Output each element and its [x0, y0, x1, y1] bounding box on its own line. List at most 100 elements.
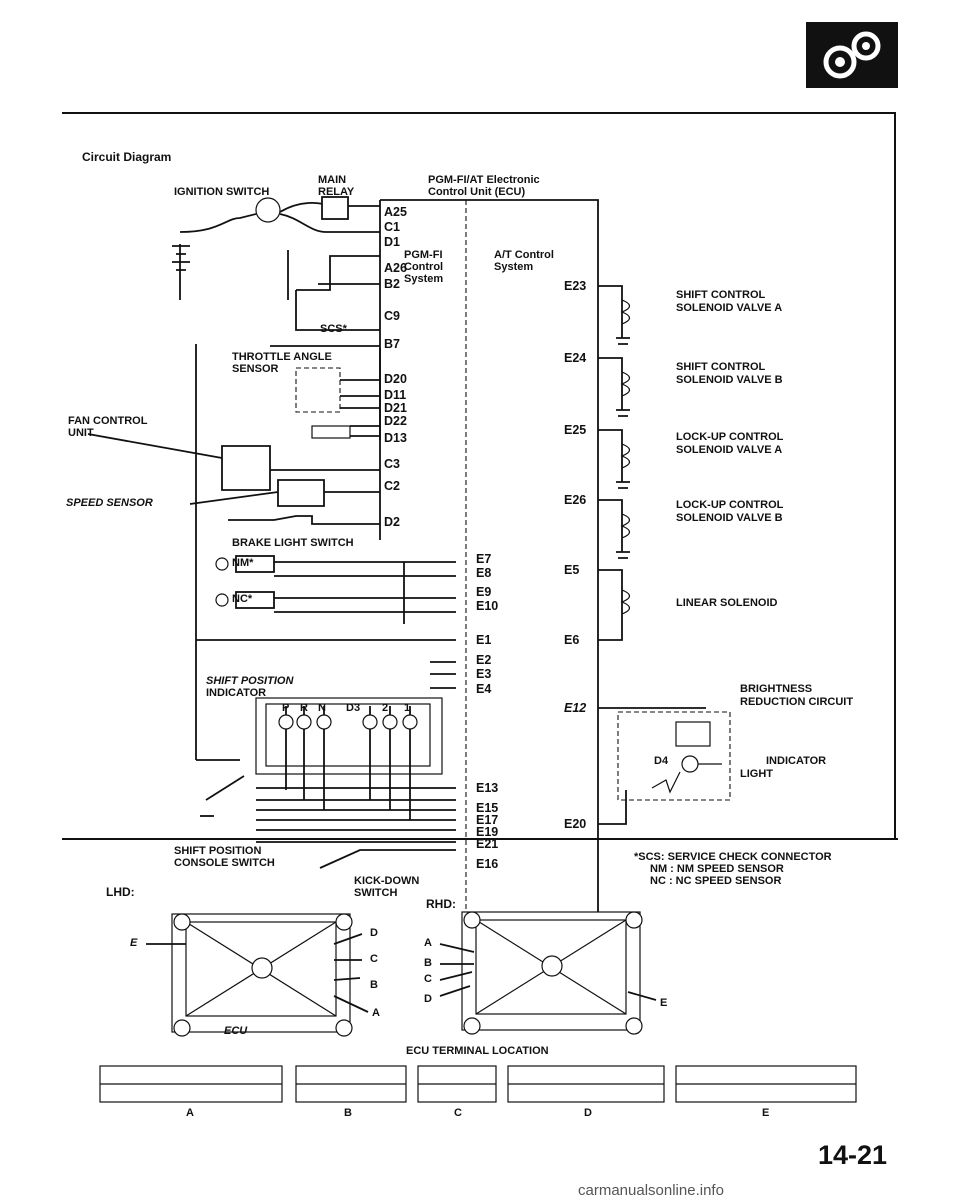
lhd-label: LHD: [106, 885, 135, 899]
terminal-label: E7 [476, 552, 492, 566]
indicator-label: INDICATOR [766, 755, 827, 767]
terminal-label: E9 [476, 585, 492, 599]
position-label: D3 [346, 702, 361, 714]
ignition-switch-label: IGNITION SWITCH [174, 186, 270, 198]
position-label: P [282, 702, 290, 714]
terminal-label: E3 [476, 667, 492, 681]
terminal-label: E6 [564, 633, 580, 647]
legend-scs: *SCS: SERVICE CHECK CONNECTOR [634, 851, 832, 863]
diagram-frame [62, 112, 896, 840]
terminal-label: E17 [476, 813, 499, 827]
terminal-label: E13 [476, 781, 499, 795]
at-control-label: A/T Control [494, 249, 554, 261]
terminal-label: E15 [476, 801, 499, 815]
terminal-label: D1 [384, 235, 400, 249]
connector-strip-letter: A [186, 1107, 194, 1119]
component-label: LINEAR SOLENOID [676, 597, 778, 609]
shift-position-indicator-label: SHIFT POSITION [206, 675, 294, 687]
component-label: LOCK-UP CONTROL [676, 499, 784, 511]
connector-letter: B [370, 979, 378, 991]
legend-nm: NM : NM SPEED SENSOR [650, 863, 784, 875]
fan-control-label-2: UNIT [68, 427, 94, 439]
terminal-label: E19 [476, 825, 499, 839]
throttle-sensor-label: THROTTLE ANGLE [232, 351, 332, 363]
terminal-label: D20 [384, 372, 407, 386]
connector-strip-letter: C [454, 1107, 462, 1119]
terminal-label: D22 [384, 414, 407, 428]
terminal-label: B2 [384, 277, 400, 291]
terminal-label: C1 [384, 220, 400, 234]
terminal-label: E2 [476, 653, 492, 667]
connector-strip-letter: D [584, 1107, 592, 1119]
throttle-sensor-label-2: SENSOR [232, 363, 279, 375]
terminal-label: A25 [384, 205, 407, 219]
main-relay-label-2: RELAY [318, 186, 355, 198]
page-number: 14-21 [818, 1140, 888, 1170]
connector-letter: E [130, 937, 138, 949]
position-label: N [318, 702, 326, 714]
kickdown-label: KICK-DOWN [354, 875, 420, 887]
d4-label: D4 [654, 755, 669, 767]
main-relay-label: MAIN [318, 174, 347, 186]
gears-icon [806, 22, 898, 88]
terminal-label: E21 [476, 837, 499, 851]
connector-letter: A [424, 937, 432, 949]
scs-label: SCS* [320, 323, 347, 335]
indicator-label-2: LIGHT [740, 768, 773, 780]
terminal-label: E24 [564, 351, 587, 365]
rhd-label: RHD: [426, 897, 456, 911]
connector-strip-letter: E [762, 1107, 770, 1119]
pgmfi-label-3: System [404, 273, 444, 285]
terminal-label: E25 [564, 423, 587, 437]
ecu-terminal-location-label: ECU TERMINAL LOCATION [406, 1045, 549, 1057]
connector-letter: D [424, 993, 432, 1005]
brake-switch-label: BRAKE LIGHT SWITCH [232, 537, 354, 549]
terminal-label: D13 [384, 431, 407, 445]
brightness-label: BRIGHTNESS [740, 683, 813, 695]
position-label: R [300, 702, 308, 714]
at-control-label-2: System [494, 261, 534, 273]
connector-letter: A [372, 1007, 380, 1019]
component-label: SHIFT CONTROL [676, 289, 766, 301]
speed-sensor-label: SPEED SENSOR [66, 497, 153, 509]
terminal-label: E10 [476, 599, 499, 613]
terminal-label: B7 [384, 337, 400, 351]
terminal-label: E26 [564, 493, 587, 507]
pgmfi-label-2: Control [404, 261, 444, 273]
component-label: SHIFT CONTROL [676, 361, 766, 373]
component-label: LOCK-UP CONTROL [676, 431, 784, 443]
terminal-label: C2 [384, 479, 400, 493]
legend-nc: NC : NC SPEED SENSOR [650, 875, 782, 887]
terminal-label: E8 [476, 566, 492, 580]
component-label: SOLENOID VALVE B [676, 512, 783, 524]
connector-letter: E [660, 997, 668, 1009]
terminal-label: E4 [476, 682, 492, 696]
diagram-title: Circuit Diagram [82, 150, 172, 164]
terminal-label: D11 [384, 388, 407, 402]
terminal-label: C9 [384, 309, 400, 323]
nm-label: NM* [232, 557, 254, 569]
terminal-label: E20 [564, 817, 587, 831]
terminal-label: D2 [384, 515, 400, 529]
console-switch-label-2: CONSOLE SWITCH [174, 857, 275, 869]
brightness-label-2: REDUCTION CIRCUIT [740, 696, 854, 708]
terminal-label: E16 [476, 857, 499, 871]
ecu-label-small: ECU [224, 1025, 248, 1037]
connector-letter: B [424, 957, 432, 969]
console-switch-label: SHIFT POSITION [174, 845, 262, 857]
kickdown-label-2: SWITCH [354, 887, 398, 899]
terminal-label: E5 [564, 563, 580, 577]
connector-letter: C [370, 953, 378, 965]
terminal-label: E12 [564, 701, 587, 715]
connector-letter: D [370, 927, 378, 939]
terminal-label: C3 [384, 457, 400, 471]
nc-label: NC* [232, 593, 253, 605]
component-label: SOLENOID VALVE A [676, 302, 783, 314]
shift-position-indicator-label-2: INDICATOR [206, 687, 267, 699]
connector-letter: C [424, 973, 432, 985]
connector-strip-letter: B [344, 1107, 352, 1119]
pgmfi-label: PGM-FI [404, 249, 443, 261]
component-label: SOLENOID VALVE A [676, 444, 783, 456]
terminal-label: D21 [384, 401, 407, 415]
